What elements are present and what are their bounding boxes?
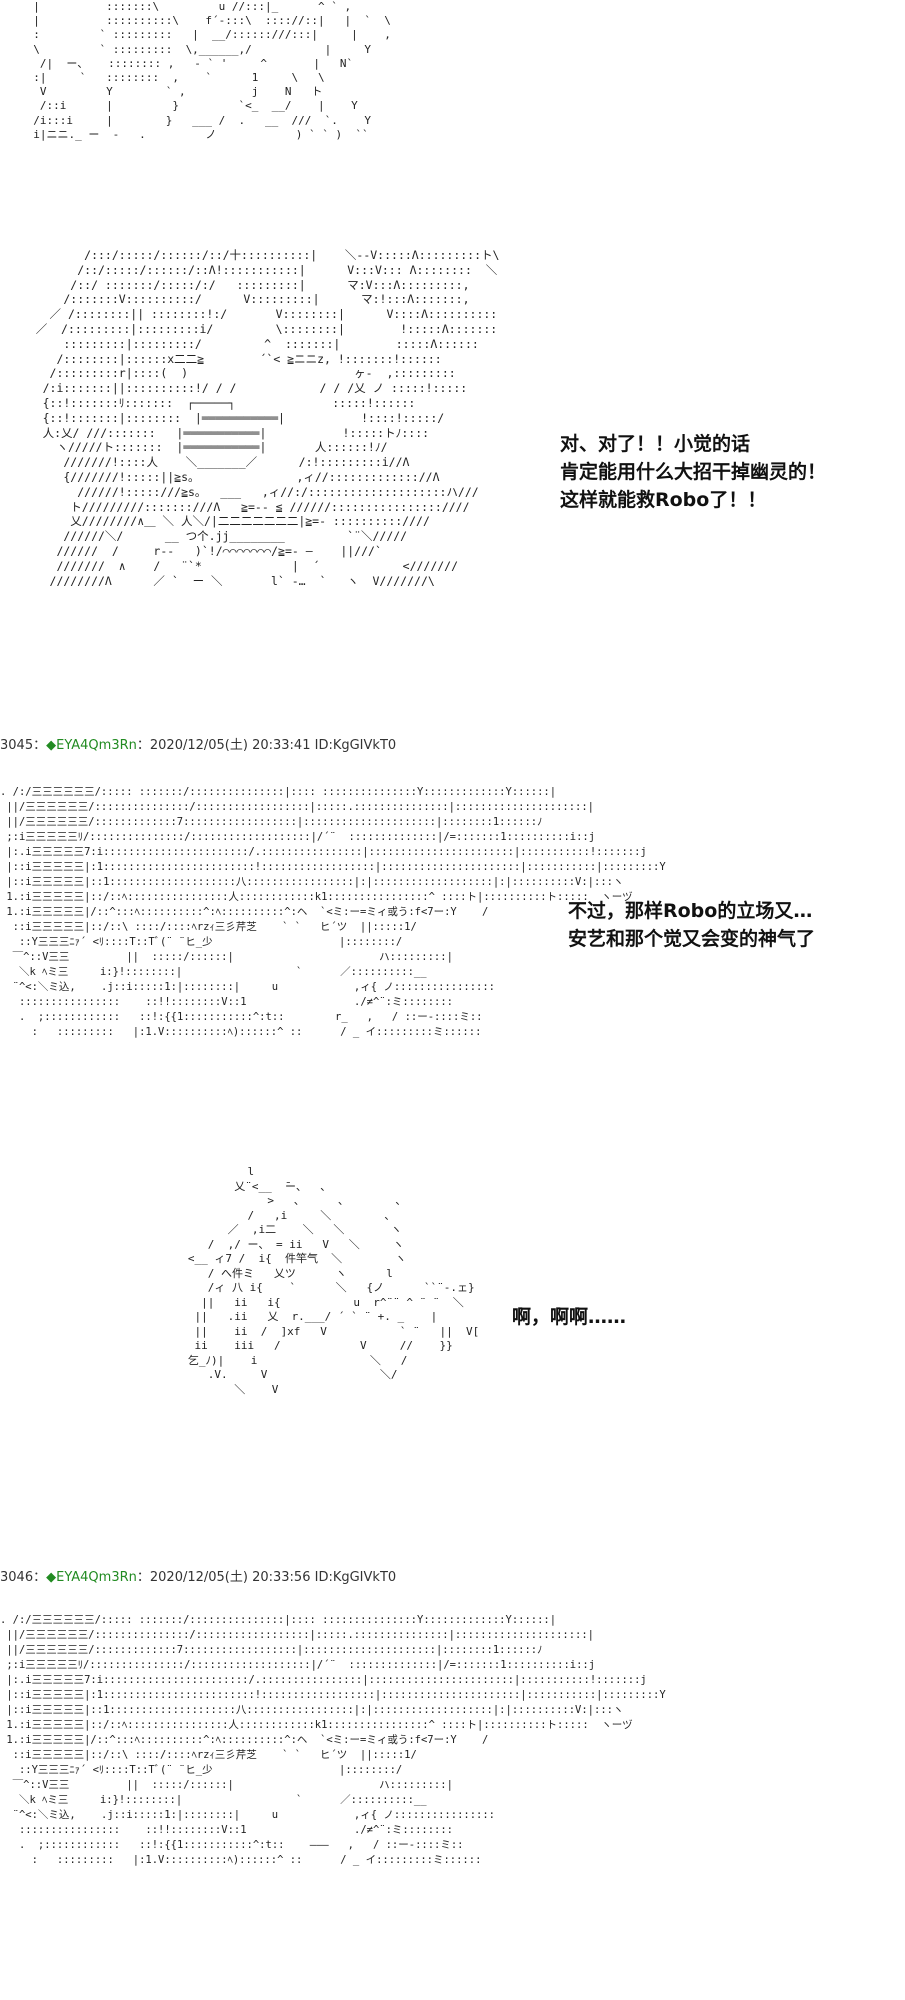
ascii-art-panel-1: | :::::::\ u //:::|_ ^ ` , | ::::::::::\… (33, 0, 391, 141)
post-id: ID:KgGIVkT0 (314, 1570, 397, 1585)
post-datetime: 2020/12/05(土) 20:33:41 (149, 738, 311, 753)
dialog-panel-3: 不过，那样Robo的立场又… 安艺和那个觉又会变的神气了 (568, 897, 815, 953)
dialog-panel-4: 啊，啊啊…… (512, 1303, 626, 1331)
dialog-line: 安艺和那个觉又会变的神气了 (568, 928, 816, 950)
post-id: ID:KgGIVkT0 (314, 738, 397, 753)
ascii-art-panel-4: l 乂¨<__ ̄ー、 、 > 、 、 、 / ,i ＼ 、 ／ ,i二 ＼ ＼… (187, 1165, 480, 1396)
post-number: 3045 (0, 738, 34, 753)
dialog-panel-2: 对、对了！！小觉的话 肯定能用什么大招干掉幽灵的！ 这样就能救Robo了！！ (560, 430, 826, 514)
post-trip[interactable]: ◆EYA4Qm3Rn (46, 1570, 137, 1585)
post-colon: ： (136, 1570, 150, 1585)
post-separator: ： (33, 738, 47, 753)
ascii-art-panel-2: /:::/:::::/::::::/::/十::::::::::| ＼--V::… (35, 248, 500, 588)
post-number: 3046 (0, 1570, 34, 1585)
post-separator: ： (33, 1570, 47, 1585)
post-datetime: 2020/12/05(土) 20:33:56 (149, 1570, 311, 1585)
post-trip[interactable]: ◆EYA4Qm3Rn (46, 738, 137, 753)
dialog-line: 对、对了！！小觉的话 (560, 433, 751, 455)
ascii-art-panel-5: . /:/三三三三三三/::::: :::::::/::::::::::::::… (0, 1614, 666, 1866)
post-header-3045: 3045：◆EYA4Qm3Rn：2020/12/05(土) 20:33:41 I… (0, 734, 396, 753)
dialog-line: 不过，那样Robo的立场又… (568, 900, 813, 922)
dialog-line: 肯定能用什么大招干掉幽灵的！ (560, 461, 827, 483)
ascii-art-panel-3: . /:/三三三三三三/::::: :::::::/::::::::::::::… (0, 786, 666, 1038)
dialog-line: 这样就能救Robo了！！ (560, 489, 767, 511)
dialog-line: 啊，啊啊…… (512, 1306, 627, 1328)
post-colon: ： (136, 738, 150, 753)
post-header-3046: 3046：◆EYA4Qm3Rn：2020/12/05(土) 20:33:56 I… (0, 1566, 396, 1585)
